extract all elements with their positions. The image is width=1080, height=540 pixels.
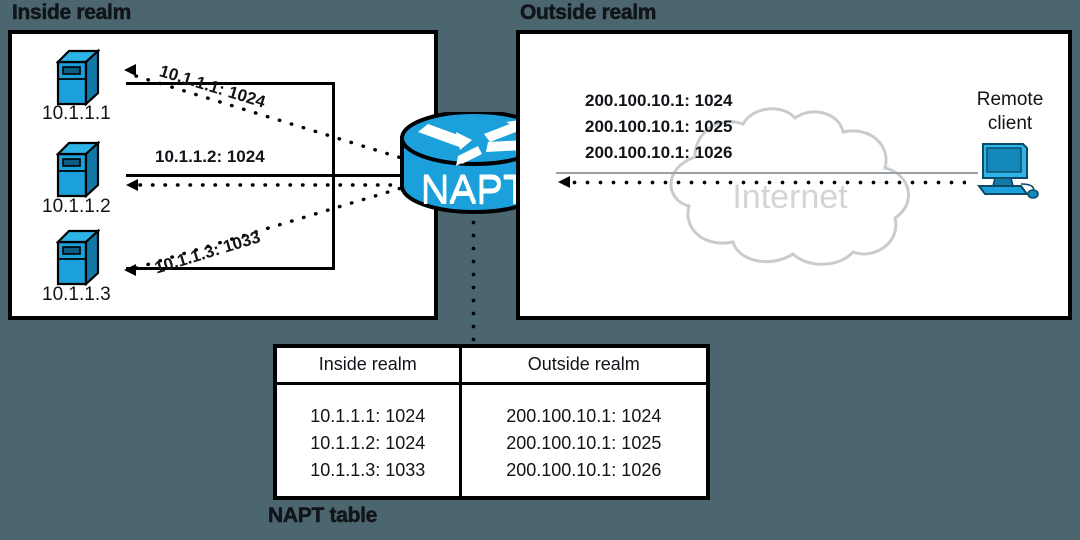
outside-return-path (568, 180, 966, 185)
host-server-icon (56, 140, 100, 198)
outside-flow-label-2: 200.100.10.1: 1025 (585, 117, 733, 136)
napt-router-label: NAPT (421, 169, 528, 213)
remote-client-label-line2: client (987, 113, 1033, 134)
outside-return-arrow (558, 176, 570, 188)
host2-return-arrow (126, 179, 138, 191)
table-cell-value: 200.100.10.1: 1025 (506, 433, 662, 453)
table-header-inside: Inside realm (277, 348, 462, 385)
table-cell-value: 10.1.1.2: 1024 (310, 433, 426, 453)
table-cell-inside: 10.1.1.1: 1024 10.1.1.2: 1024 10.1.1.3: … (277, 383, 462, 496)
table-header-row: Inside realm Outside realm (277, 348, 706, 385)
napt-table: Inside realm Outside realm 10.1.1.1: 102… (273, 344, 710, 500)
host3-return-arrow (124, 264, 136, 276)
table-row: 10.1.1.1: 1024 10.1.1.2: 1024 10.1.1.3: … (277, 383, 706, 497)
host1-return-arrow (124, 64, 136, 76)
router-to-table-connector (471, 216, 476, 344)
table-header-outside: Outside realm (460, 348, 706, 385)
table-cell-value: 200.100.10.1: 1024 (506, 406, 662, 426)
outside-link-line (556, 172, 978, 174)
remote-client-icon (975, 140, 1041, 202)
table-cell-outside: 200.100.10.1: 1024 200.100.10.1: 1025 20… (460, 384, 706, 497)
host-label-1: 10.1.1.1 (42, 103, 111, 124)
table-cell-value: 10.1.1.1: 1024 (310, 406, 426, 426)
inside-bracket-line (332, 82, 335, 270)
flow-label-host2: 10.1.1.2: 1024 (155, 147, 265, 166)
inside-realm-title: Inside realm (12, 1, 132, 24)
table-cell-value: 200.100.10.1: 1026 (506, 460, 662, 480)
outside-flow-label-1: 200.100.10.1: 1024 (585, 91, 733, 110)
napt-router-icon[interactable]: NAPT (398, 110, 550, 216)
internet-cloud-label: Internet (732, 178, 848, 216)
host2-outbound-line (126, 174, 402, 177)
host-server-icon (56, 228, 100, 286)
host-label-3: 10.1.1.3 (42, 284, 111, 305)
napt-table-title: NAPT table (268, 504, 378, 527)
host-server-icon (56, 48, 100, 106)
remote-client-label-line1: Remote (976, 89, 1044, 110)
host-label-2: 10.1.1.2 (42, 196, 111, 217)
internet-cloud-icon (625, 102, 955, 267)
napt-router-label-text: NAPT (420, 167, 528, 211)
table-cell-value: 10.1.1.3: 1033 (310, 460, 426, 480)
outside-flow-label-3: 200.100.10.1: 1026 (585, 143, 733, 162)
outside-realm-box (516, 30, 1072, 320)
outside-flow-labels: 200.100.10.1: 1024 200.100.10.1: 1025 20… (585, 88, 732, 166)
outside-realm-title: Outside realm (520, 1, 657, 24)
remote-client-label: Remote client (960, 88, 1060, 136)
